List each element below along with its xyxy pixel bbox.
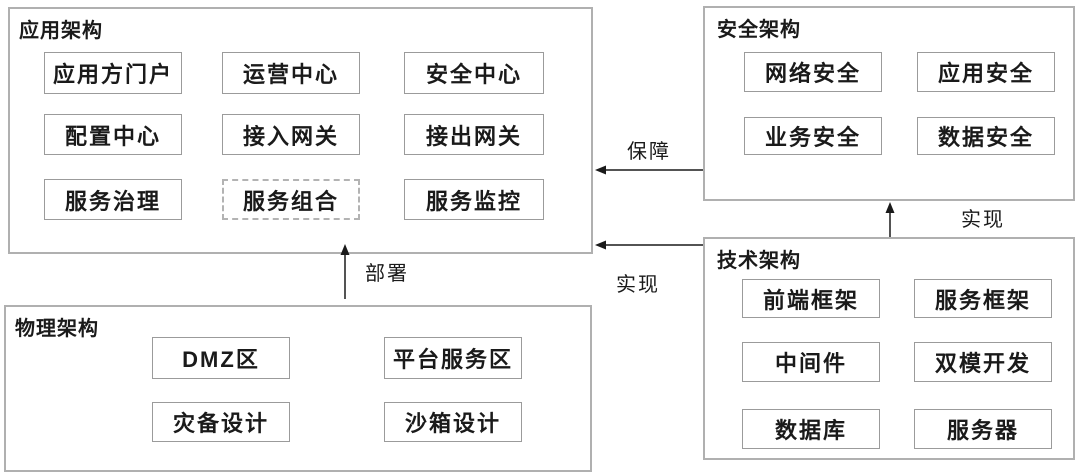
item-server: 服务器	[914, 409, 1052, 449]
arrow-label-realize-vertical: 实现	[961, 209, 1005, 231]
panel-physical: 物理架构 DMZ区 平台服务区 灾备设计 沙箱设计	[4, 305, 592, 472]
panel-technology-title: 技术架构	[717, 250, 801, 272]
item-data-security: 数据安全	[917, 117, 1055, 155]
item-dual-mode-dev: 双模开发	[914, 342, 1052, 382]
item-platform-service-zone: 平台服务区	[384, 337, 522, 379]
panel-application: 应用架构 应用方门户 运营中心 安全中心 配置中心 接入网关 接出网关 服务治理…	[8, 7, 593, 254]
panel-technology: 技术架构 前端框架 服务框架 中间件 双模开发 数据库 服务器	[703, 237, 1075, 460]
arrow-label-deploy: 部署	[365, 263, 409, 285]
panel-security-title: 安全架构	[717, 19, 801, 41]
item-service-composition: 服务组合	[222, 179, 360, 220]
item-config-center: 配置中心	[44, 114, 182, 155]
item-disaster-recovery-design: 灾备设计	[152, 402, 290, 442]
arrow-technology-to-application	[595, 240, 703, 250]
item-outbound-gateway: 接出网关	[404, 114, 544, 155]
item-middleware: 中间件	[742, 342, 880, 382]
item-business-security: 业务安全	[744, 117, 882, 155]
item-service-framework: 服务框架	[914, 279, 1052, 318]
item-application-portal: 应用方门户	[44, 52, 182, 94]
item-sandbox-design: 沙箱设计	[384, 402, 522, 442]
item-security-center: 安全中心	[404, 52, 544, 94]
item-service-monitoring: 服务监控	[404, 179, 544, 220]
arrow-label-guarantee: 保障	[627, 141, 671, 163]
arrow-label-realize-horizontal: 实现	[616, 274, 660, 296]
item-frontend-framework: 前端框架	[742, 279, 880, 318]
panel-physical-title: 物理架构	[15, 318, 99, 340]
item-dmz-zone: DMZ区	[152, 337, 290, 379]
item-database: 数据库	[742, 409, 880, 449]
item-operation-center: 运营中心	[222, 52, 360, 94]
arrow-security-to-application	[595, 165, 703, 175]
item-app-security: 应用安全	[917, 52, 1055, 92]
item-inbound-gateway: 接入网关	[222, 114, 360, 155]
item-network-security: 网络安全	[744, 52, 882, 92]
panel-application-title: 应用架构	[19, 20, 103, 42]
item-service-governance: 服务治理	[44, 179, 182, 220]
arrow-technology-to-security	[885, 202, 895, 237]
panel-security: 安全架构 网络安全 应用安全 业务安全 数据安全	[703, 6, 1075, 201]
